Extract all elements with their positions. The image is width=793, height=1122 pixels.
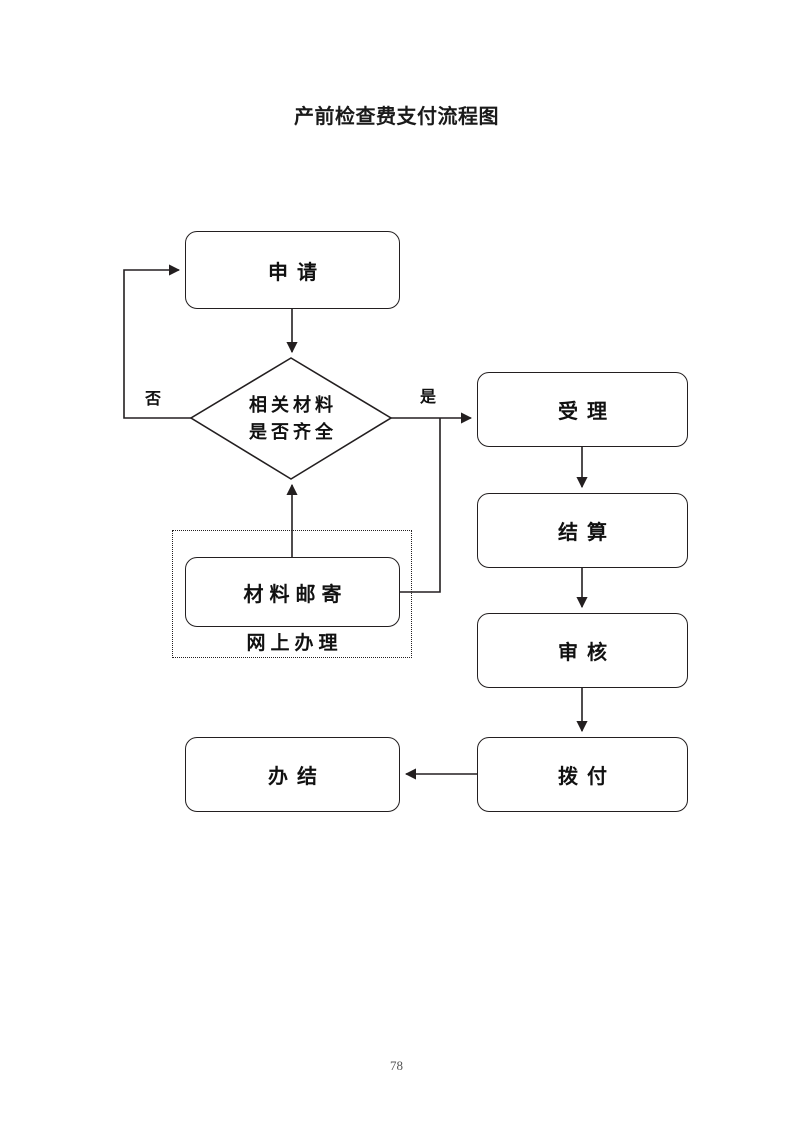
- node-review[interactable]: 审核: [477, 613, 688, 688]
- decision-diamond-shape: [189, 357, 393, 480]
- edge-mail-to-accept: [400, 418, 441, 593]
- decision-label-line1: 相关材料: [249, 395, 337, 416]
- node-acceptance[interactable]: 受理: [477, 372, 688, 447]
- edge-decision-no-to-apply: [123, 264, 191, 419]
- node-settlement[interactable]: 结算: [477, 493, 688, 568]
- node-decision[interactable]: 相关材料 是否齐全: [191, 358, 391, 479]
- node-disbursement[interactable]: 拨付: [477, 737, 688, 812]
- edge-label-yes: 是: [420, 389, 437, 406]
- edge-label-no: 否: [145, 391, 162, 408]
- decision-label-line2: 是否齐全: [249, 421, 337, 442]
- page-title: 产前检查费支付流程图: [294, 106, 499, 128]
- decision-label-text: 相关材料 是否齐全: [191, 358, 391, 479]
- node-completion[interactable]: 办结: [185, 737, 400, 812]
- node-apply[interactable]: 申请: [185, 231, 400, 309]
- online-processing-caption: 网上办理: [246, 633, 343, 654]
- online-processing-group: [172, 530, 412, 658]
- page-number: 78: [390, 1058, 403, 1073]
- node-material-mailing[interactable]: 材料邮寄: [185, 557, 400, 627]
